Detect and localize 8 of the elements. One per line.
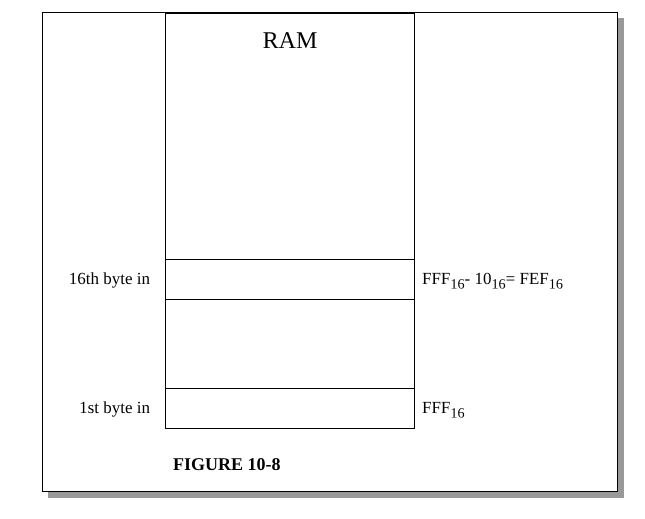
figure-caption: FIGURE 10-8 — [173, 454, 280, 475]
byte-label: 1st byte in — [79, 398, 150, 418]
memory-band — [166, 259, 414, 300]
memory-block — [165, 13, 415, 429]
byte-label: 16th byte in — [68, 268, 150, 288]
address-label: FFF$_{16}$ — [422, 398, 465, 423]
memory-title: RAM — [262, 28, 318, 55]
address-label: FFF$_{16}$- 10$_{16}$= FEF$_{16}$ — [422, 268, 563, 294]
